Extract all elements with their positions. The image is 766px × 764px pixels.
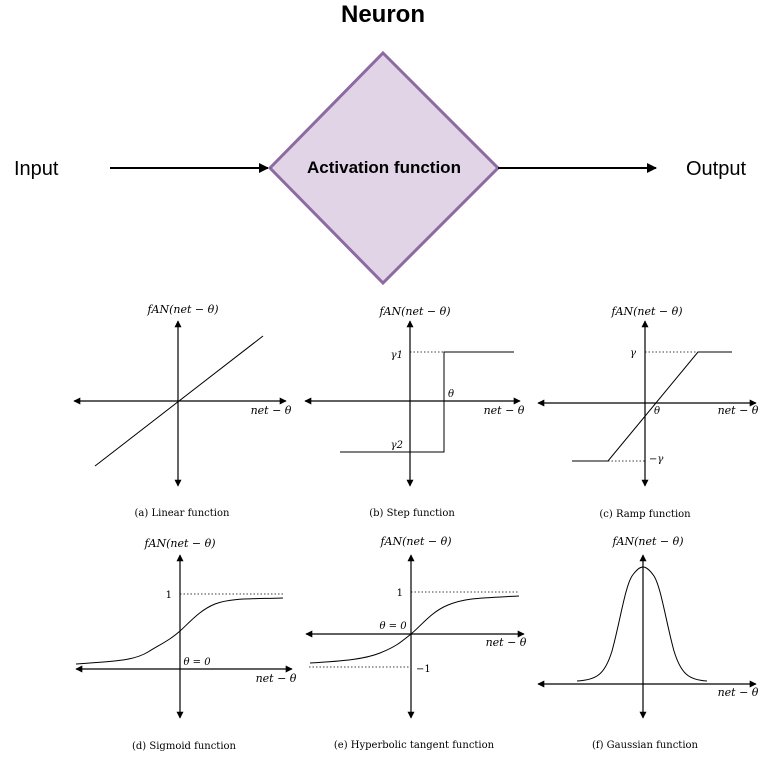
tanh-y-axis-label: fAN(net − θ)	[379, 535, 451, 548]
ramp-lower-label: −γ	[649, 454, 663, 465]
diagram-title: Neuron	[341, 1, 425, 28]
ramp-threshold-label: θ	[654, 406, 660, 417]
gaussian-x-axis-label: net − θ	[718, 686, 759, 699]
ramp-x-axis-label: net − θ	[718, 404, 759, 417]
ramp-upper-label: γ	[630, 348, 636, 359]
step-y-axis-label: fAN(net − θ)	[378, 305, 450, 318]
sigmoid-threshold-label: θ = 0	[183, 657, 211, 668]
linear-x-axis-label: net − θ	[251, 404, 292, 417]
linear-caption: (a) Linear function	[135, 508, 230, 519]
sigmoid-x-axis-label: net − θ	[256, 672, 297, 685]
gaussian-caption: (f) Gaussian function	[592, 740, 699, 751]
gaussian-curve	[576, 566, 708, 682]
gaussian-y-axis-label: fAN(net − θ)	[611, 535, 683, 548]
tanh-minus-one-label: −1	[416, 664, 431, 675]
step-threshold-label: θ	[448, 389, 454, 400]
activation-function-label: Activation function	[307, 158, 461, 177]
sigmoid-curve	[75, 597, 284, 665]
step-lower-label: γ2	[391, 440, 403, 451]
step-curve	[340, 351, 514, 453]
ramp-caption: (c) Ramp function	[599, 509, 691, 520]
linear-y-axis-label: fAN(net − θ)	[146, 303, 218, 316]
output-label: Output	[686, 158, 747, 180]
plot-step: fAN(net − θ) net − θ γ1 γ2 θ (b) Step fu…	[304, 305, 525, 519]
plot-gaussian: fAN(net − θ) net − θ (f) Gaussian functi…	[537, 535, 759, 751]
ramp-curve	[572, 351, 732, 462]
step-caption: (b) Step function	[369, 508, 455, 519]
linear-curve	[94, 335, 264, 467]
step-x-axis-label: net − θ	[484, 404, 525, 417]
tanh-x-axis-label: net − θ	[486, 636, 527, 649]
sigmoid-one-label: 1	[166, 590, 172, 601]
activation-function-node	[267, 50, 501, 286]
tanh-threshold-label: θ = 0	[379, 621, 407, 632]
plot-sigmoid: fAN(net − θ) net − θ 1 θ = 0 (d) Sigmoid…	[75, 537, 297, 752]
plot-tanh: fAN(net − θ) net − θ 1 −1 θ = 0 (e) Hype…	[305, 535, 527, 751]
tanh-one-label: 1	[397, 588, 403, 599]
ramp-y-axis-label: fAN(net − θ)	[610, 305, 682, 318]
tanh-caption: (e) Hyperbolic tangent function	[334, 740, 495, 751]
plot-linear: fAN(net − θ) net − θ (a) Linear function	[73, 303, 292, 519]
sigmoid-y-axis-label: fAN(net − θ)	[143, 537, 215, 550]
step-upper-label: γ1	[391, 350, 403, 361]
plot-ramp: fAN(net − θ) net − θ γ −γ θ (c) Ramp fun…	[537, 305, 759, 520]
sigmoid-caption: (d) Sigmoid function	[132, 741, 237, 752]
input-label: Input	[14, 158, 59, 180]
tanh-curve	[309, 595, 520, 664]
